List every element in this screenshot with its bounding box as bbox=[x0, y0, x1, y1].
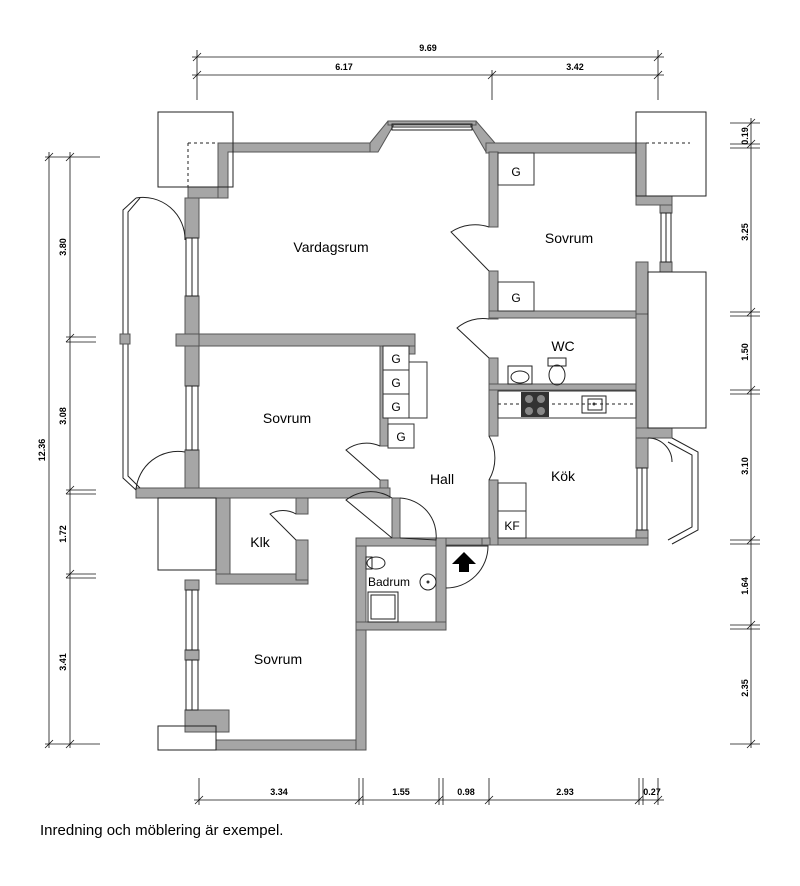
room-badrum: Badrum bbox=[368, 575, 410, 589]
wardrobe-sovrum-ne-1 bbox=[497, 152, 535, 186]
wardrobe-label: G bbox=[391, 400, 400, 414]
dim-bottom-5: 0.27 bbox=[643, 787, 661, 797]
fixtures: G G G G G G KF bbox=[365, 152, 637, 623]
wardrobe-label: G bbox=[511, 165, 520, 179]
toilet-icon bbox=[548, 364, 566, 386]
room-sovrum-ne: Sovrum bbox=[545, 230, 593, 246]
dim-left-1: 3.80 bbox=[58, 238, 68, 256]
wardrobe-sovrum-w-2 bbox=[382, 369, 410, 395]
room-klk: Klk bbox=[250, 534, 270, 550]
wardrobe-label: G bbox=[391, 352, 400, 366]
room-hall: Hall bbox=[430, 471, 454, 487]
room-sovrum-w: Sovrum bbox=[263, 410, 311, 426]
kitchen-cabinet bbox=[497, 482, 527, 512]
dim-left-4: 3.41 bbox=[58, 653, 68, 671]
room-kok: Kök bbox=[551, 468, 576, 484]
dim-bottom-1: 3.34 bbox=[270, 787, 288, 797]
kitchen-sink-icon bbox=[581, 395, 607, 414]
wardrobe-label: G bbox=[511, 291, 520, 305]
windows bbox=[185, 123, 672, 711]
dim-left-3: 1.72 bbox=[58, 525, 68, 543]
shower-icon bbox=[367, 591, 399, 623]
dim-bottom-2: 1.55 bbox=[392, 787, 410, 797]
dim-right-4: 3.10 bbox=[740, 457, 750, 475]
sink-icon bbox=[419, 573, 437, 591]
room-labels: Vardagsrum Sovrum WC Sovrum Hall Kök Klk… bbox=[250, 230, 593, 667]
dim-bottom-3: 0.98 bbox=[457, 787, 475, 797]
shelf bbox=[408, 361, 428, 419]
dim-right-3: 1.50 bbox=[740, 343, 750, 361]
dim-right-6: 2.35 bbox=[740, 679, 750, 697]
wardrobe-label: G bbox=[391, 376, 400, 390]
dim-right-2: 3.25 bbox=[740, 223, 750, 241]
dim-top-left: 6.17 bbox=[335, 62, 353, 72]
dim-right-5: 1.64 bbox=[740, 577, 750, 595]
stove-icon bbox=[521, 392, 549, 417]
doors bbox=[135, 196, 673, 589]
room-vardagsrum: Vardagsrum bbox=[293, 239, 368, 255]
disclaimer-caption: Inredning och möblering är exempel. bbox=[40, 822, 284, 839]
wardrobe-label: G bbox=[396, 430, 405, 444]
dim-bottom-4: 2.93 bbox=[556, 787, 574, 797]
dim-top-total: 9.69 bbox=[419, 43, 437, 53]
dim-right-1: 0.19 bbox=[740, 127, 750, 145]
dimensions: 9.69 6.17 3.42 12.36 3.80 3.08 1.72 3.41 bbox=[37, 43, 760, 805]
dim-left-total: 12.36 bbox=[37, 439, 47, 462]
room-wc: WC bbox=[551, 338, 574, 354]
balconies bbox=[119, 111, 707, 751]
wardrobe-sovrum-w-4 bbox=[387, 423, 415, 449]
wardrobe-sovrum-ne-2 bbox=[497, 281, 535, 312]
wardrobe-sovrum-w-1 bbox=[382, 345, 410, 371]
dim-left-2: 3.08 bbox=[58, 407, 68, 425]
kf-label: KF bbox=[504, 519, 519, 533]
toilet-icon bbox=[366, 556, 386, 570]
entrance-arrow-icon bbox=[452, 552, 476, 572]
sink-icon bbox=[510, 370, 530, 384]
fridge-freezer bbox=[497, 510, 527, 539]
room-sovrum-s: Sovrum bbox=[254, 651, 302, 667]
dim-top-right: 3.42 bbox=[566, 62, 584, 72]
